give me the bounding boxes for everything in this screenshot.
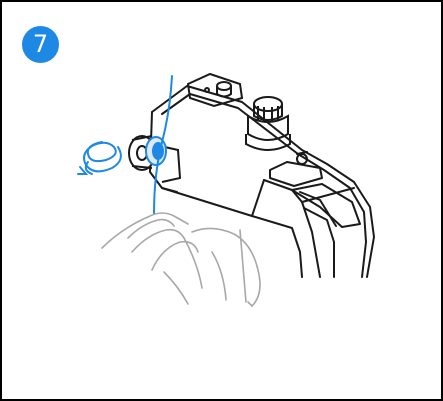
step-number-badge: 7 xyxy=(22,26,59,63)
sewing-machine-body xyxy=(150,86,374,277)
hand-icon xyxy=(102,213,260,306)
bobbin-icon xyxy=(129,136,180,182)
rotation-arrow-icon xyxy=(78,142,121,174)
